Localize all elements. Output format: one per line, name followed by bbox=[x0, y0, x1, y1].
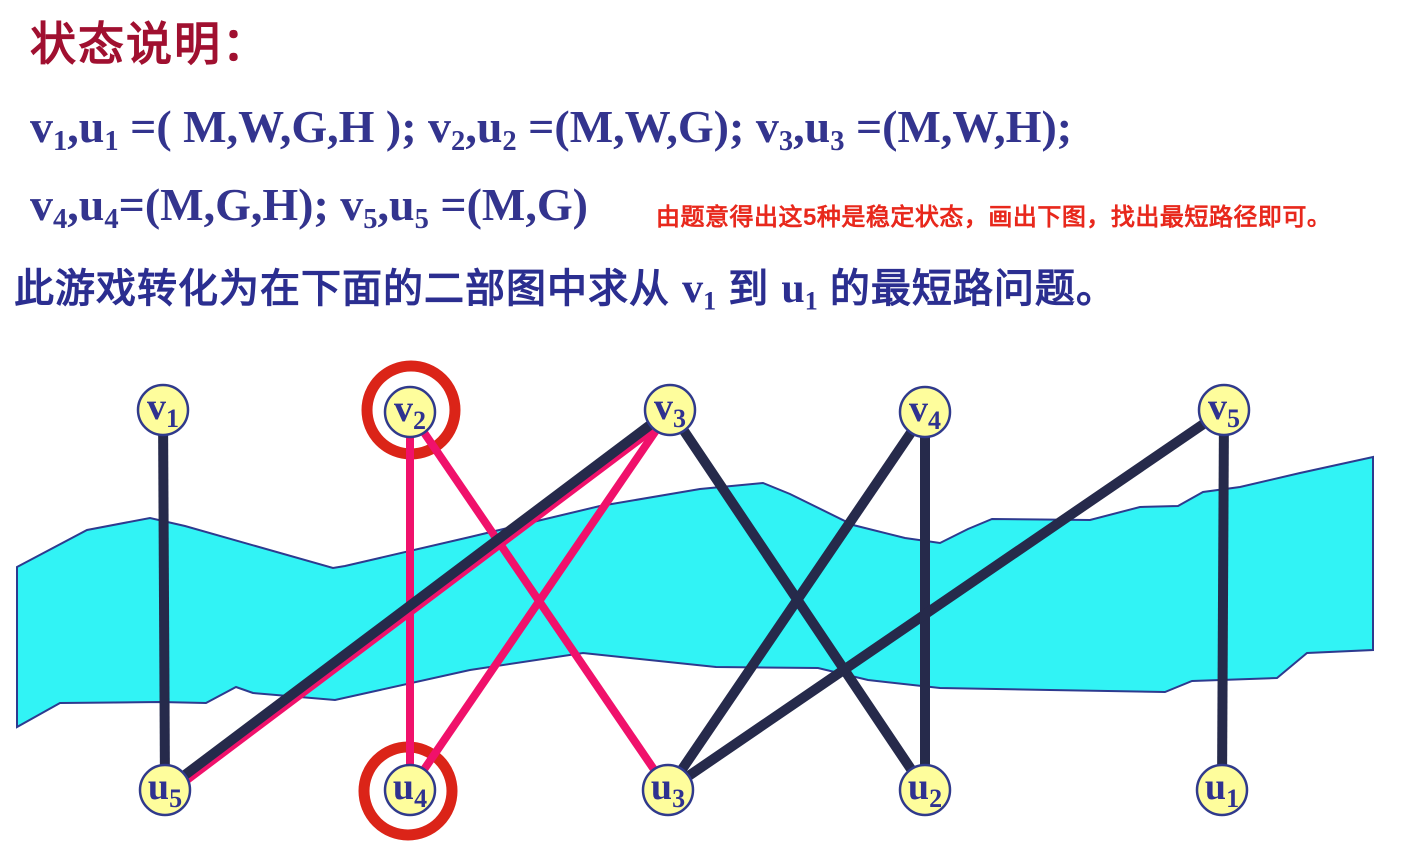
red-annotation: 由题意得出这5种是稳定状态，画出下图，找出最短路径即可。 bbox=[656, 204, 1332, 231]
node-v3 bbox=[643, 383, 697, 437]
node-v1 bbox=[136, 383, 190, 437]
edge-v5-u1-navy bbox=[1217, 409, 1229, 791]
node-u3 bbox=[641, 763, 695, 817]
page-title: 状态说明： bbox=[30, 18, 270, 70]
node-v2 bbox=[383, 385, 437, 439]
node-label-v2: v2 bbox=[394, 388, 426, 435]
edge-v4-u3-navy bbox=[663, 409, 930, 793]
node-label-v5: v5 bbox=[1208, 386, 1240, 433]
node-label-u4: u4 bbox=[393, 766, 427, 813]
node-label-v3: v3 bbox=[654, 386, 686, 433]
state-formula-line2: v4,u4=(M,G,H); v5,u5 =(M,G) bbox=[30, 179, 588, 235]
edge-v3-u5-pink bbox=[164, 411, 675, 799]
edge-v1-u5-navy bbox=[158, 409, 170, 791]
edge-u4-v3-pink bbox=[406, 407, 674, 793]
state-formula-line1: v1,u1 =( M,W,G,H ); v2,u2 =(M,W,G); v3,u… bbox=[30, 101, 1073, 157]
node-u5 bbox=[138, 763, 192, 817]
node-u4 bbox=[383, 763, 437, 817]
node-v4 bbox=[898, 385, 952, 439]
node-label-v1: v1 bbox=[147, 386, 179, 433]
node-u1 bbox=[1195, 763, 1249, 817]
river-band bbox=[16, 455, 1374, 729]
node-label-u5: u5 bbox=[148, 766, 182, 813]
edge-v5-u3-navy bbox=[665, 405, 1227, 795]
node-label-u3: u3 bbox=[651, 766, 685, 813]
node-label-u1: u1 bbox=[1205, 766, 1239, 813]
node-label-u2: u2 bbox=[908, 766, 942, 813]
edge-v3-u5-navy bbox=[161, 406, 674, 794]
node-u2 bbox=[898, 763, 952, 817]
node-label-v4: v4 bbox=[909, 388, 941, 435]
node-v5 bbox=[1197, 383, 1251, 437]
problem-sentence: 此游戏转化为在下面的二部图中求从 v1 到 u1 的最短路问题。 bbox=[14, 266, 1117, 316]
